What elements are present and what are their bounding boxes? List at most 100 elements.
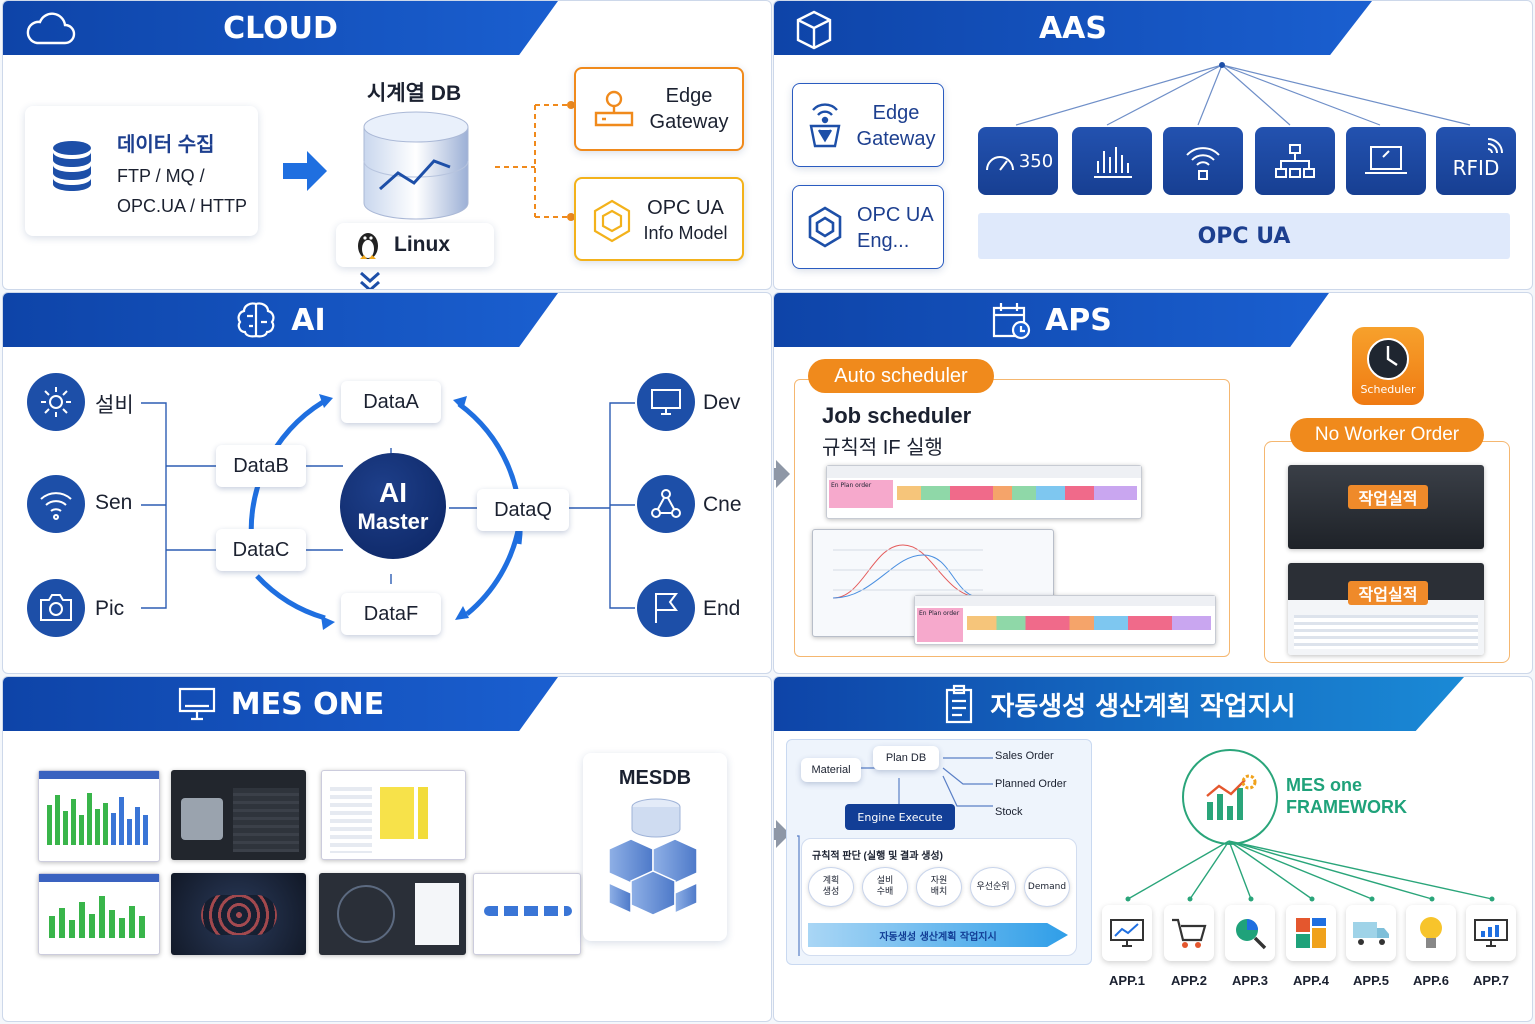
plan-header: 자동생성 생산계획 작업지시 [774,677,1464,731]
wifi-gateway-icon [809,103,841,148]
laptop-tile[interactable] [1346,127,1426,195]
mes-screen-6 [319,873,466,955]
rfid-tile[interactable]: RFID [1436,127,1516,195]
app-6-label: APP.6 [1413,973,1449,988]
ai-left-label-1: 설비 [95,394,134,417]
monitor-icon [651,389,681,415]
mes-bars-2 [49,896,145,938]
framework-circle [1182,749,1278,845]
camera-circle [27,579,85,637]
collect-line1: FTP / MQ / [117,166,205,186]
aas-edge-line1: Edge [872,102,920,124]
gantt-screenshot-1: En Plan order [826,465,1142,519]
share-circle [637,475,695,533]
step-5: Demand [1024,867,1070,907]
gantt-screenshot-2: En Plan order [914,595,1216,645]
ai-left-label-3: Pic [95,597,125,620]
app-7-tile[interactable] [1466,905,1516,961]
framework-line1: MES one [1286,775,1363,795]
clipboard-icon [946,684,973,724]
scheduler-app-icon[interactable]: Scheduler [1352,327,1424,405]
aps-title: APS [1045,302,1112,338]
cloud-icon [26,12,76,45]
aas-title: AAS [1038,10,1108,46]
data-f-node: DataF [341,593,441,635]
ai-left-label-2: Sen [95,491,133,514]
material-node: Material [801,758,861,782]
mesdb-title: MESDB [618,767,692,789]
camera-icon [40,594,72,621]
engine-execute-button[interactable]: Engine Execute [845,804,955,830]
app-6-tile[interactable] [1406,905,1456,961]
rule-title: 규칙적 판단 (실행 및 결과 생성) [812,851,943,862]
mes-screen-5 [171,873,306,955]
wireless-sensor-icon [1186,147,1220,180]
result-label-2: 작업실적 [1358,585,1418,604]
opcua-bar: OPC UA [978,213,1510,259]
plan-row-label-1: En Plan order [829,480,893,508]
mesdb-cubes-icon [608,798,698,916]
monitor-circle [637,373,695,431]
auto-plan-arrow: 자동생성 생산계획 작업지시 [808,923,1068,947]
gauge-tile[interactable]: 350 [978,127,1058,195]
opc-line2: Info Model [643,223,728,243]
opcua-bar-label: OPC UA [1197,223,1291,249]
dashed-connectors [495,101,575,221]
collect-title: 데이터 수집 [117,134,215,156]
hexagon-icon [808,206,842,248]
plandb-node: Plan DB [873,746,939,770]
clock-icon [1367,337,1409,380]
bar-chart-tile[interactable] [1072,127,1152,195]
engine-flow-box: Material Plan DB Sales Order Planned Ord… [786,739,1092,965]
arrow-right-icon [283,151,327,191]
no-worker-label: No Worker Order [1314,424,1460,445]
gear-icon [41,387,71,417]
bar-chart-icon [1094,147,1132,178]
cloud-panel: CLOUD 데이터 수집 FTP / MQ / OPC.UA / HTTP 시계… [2,0,772,290]
sales-order-label: Sales Order [995,750,1054,762]
planned-order-label: Planned Order [995,778,1067,790]
framework-line2: FRAMEWORK [1286,797,1407,817]
rfid-label: RFID [1452,156,1500,180]
app-3-tile[interactable] [1225,905,1275,961]
edge-line1: Edge [665,85,713,107]
app-4-label: APP.4 [1293,973,1329,988]
app-5-tile[interactable] [1346,905,1396,961]
mes-screen-2 [171,770,306,860]
ai-header: AI [3,293,558,347]
data-c-node: DataC [216,529,306,571]
mes-bars-1 [47,793,148,845]
ai-right-label-1: Dev [703,391,741,414]
plan-title: 자동생성 생산계획 작업지시 [990,691,1296,722]
wireless-tile[interactable] [1163,127,1243,195]
mes-panel: MES ONE MESDB [2,676,772,1022]
aps-panel: APS Auto scheduler Job scheduler 규칙적 IF … [773,292,1533,674]
cloud-header: CLOUD [3,1,558,55]
tsdb-title: 시계열 DB [367,82,462,105]
mes-screen-1 [38,770,160,862]
ai-right-label-2: Cne [703,493,742,516]
app-2-tile[interactable] [1164,905,1214,961]
plan-panel: 자동생성 생산계획 작업지시 Material Plan DB Sales Or… [773,676,1533,1022]
aps-header: APS [774,293,1329,347]
desktop-icon [178,687,215,721]
ai-master-line1: AI [379,477,407,508]
step-3: 자원 배치 [916,867,962,907]
cloud-title: CLOUD [223,10,338,46]
app-4-tile[interactable] [1286,905,1336,961]
app-1-tile[interactable] [1102,905,1152,961]
mes-screen-7 [473,873,581,955]
engine-execute-label: Engine Execute [857,810,943,824]
network-tile[interactable] [1255,127,1335,195]
bidirectional-arrow-icon [774,460,790,488]
share-nodes-icon [651,489,681,518]
edge-gateway-card: Edge Gateway [574,67,744,151]
flag-circle [637,579,695,637]
mesdb-card: MESDB [583,753,727,941]
chevrons-down-icon [360,271,380,289]
mes-header: MES ONE [3,677,558,731]
network-topology-icon [1275,144,1315,178]
collect-line2: OPC.UA / HTTP [117,196,248,216]
aas-edge-gateway-card: Edge Gateway [792,83,944,167]
database-icon [53,141,91,191]
